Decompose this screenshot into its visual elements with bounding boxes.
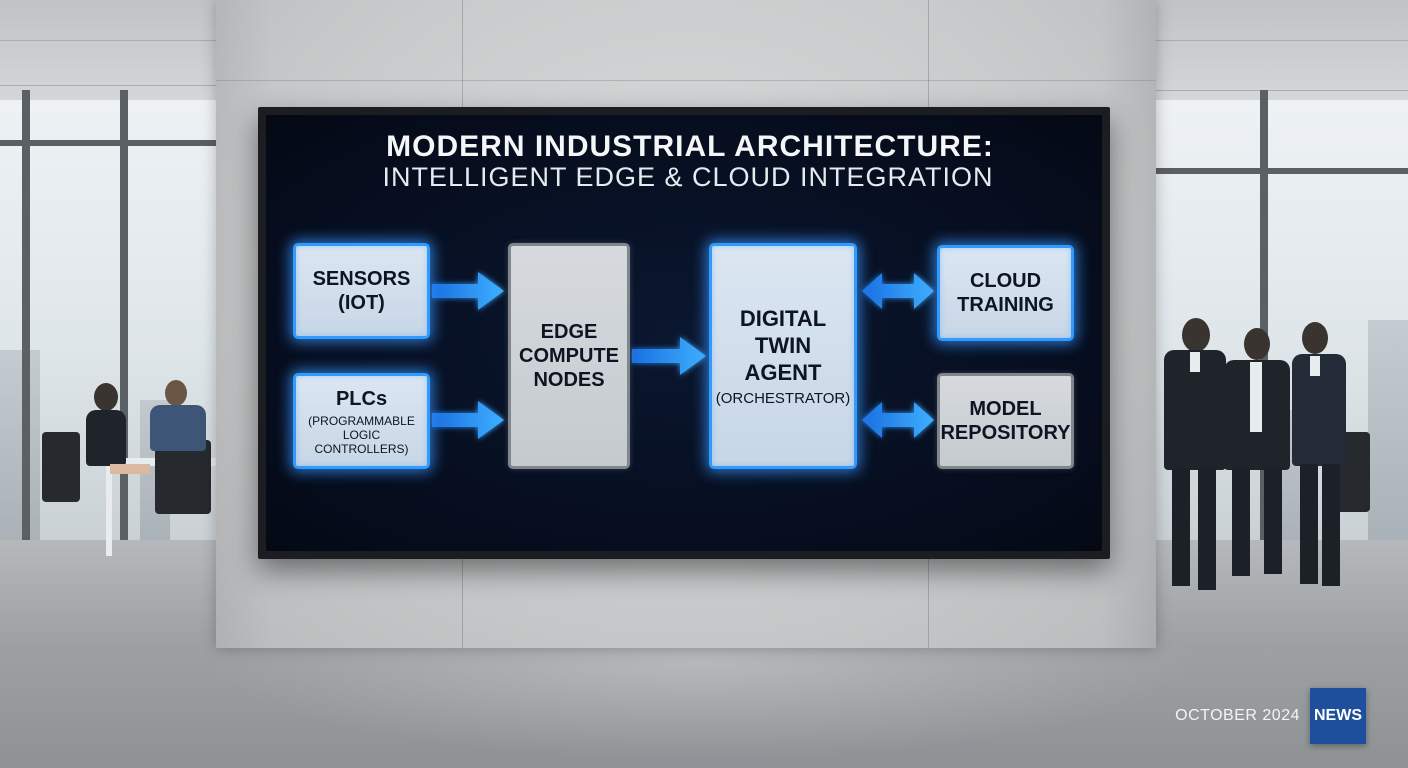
wall-seam (216, 80, 1156, 81)
sensors-sublabel: (IOT) (338, 292, 385, 314)
twin-label-line1: DIGITAL (739, 305, 827, 331)
digital-twin-node: DIGITAL TWIN AGENT (ORCHESTRATOR) (709, 243, 857, 469)
diagram-subtitle: INTELLIGENT EDGE & CLOUD INTEGRATION (382, 162, 994, 192)
office-chair (155, 440, 211, 514)
plcs-description-line2: LOGIC CONTROLLERS) (314, 427, 409, 456)
window-mullion (120, 90, 128, 560)
ceiling-line (0, 85, 216, 86)
sensors-label: SENSORS (312, 268, 411, 290)
edge-label-line2: COMPUTE (519, 345, 619, 367)
cloud-training-node: CLOUD TRAINING (937, 245, 1074, 341)
plcs-label: PLCs (335, 387, 388, 410)
edge-compute-node: EDGE COMPUTE NODES (508, 243, 630, 469)
plcs-description-line1: (PROGRAMMABLE (308, 413, 415, 428)
edge-label-line1: EDGE (540, 321, 598, 343)
city-building (1368, 320, 1408, 550)
cloud-label-line2: TRAINING (957, 294, 1054, 316)
sensors-node: SENSORS (IOT) (293, 243, 430, 339)
table-leg (106, 466, 112, 556)
window-transom (0, 140, 216, 146)
diagram-title: MODERN INDUSTRIAL ARCHITECTURE: (386, 130, 994, 163)
twin-role: (ORCHESTRATOR) (715, 389, 851, 407)
plcs-node: PLCs (PROGRAMMABLE LOGIC CONTROLLERS) (293, 373, 430, 469)
window-transom (1156, 168, 1408, 174)
city-building (0, 350, 40, 550)
twin-label-line2: TWIN (754, 332, 812, 358)
office-chair (42, 432, 80, 502)
model-label-line1: MODEL (969, 398, 1042, 420)
date-caption: OCTOBER 2024 (1175, 707, 1300, 724)
edge-label-line3: NODES (533, 369, 605, 391)
news-badge: NEWS (1310, 688, 1366, 744)
twin-label-line3: AGENT (744, 359, 822, 385)
window-mullion (22, 90, 30, 560)
window-mullion (1260, 90, 1268, 560)
ceiling-line (1156, 90, 1408, 91)
ceiling-line (1156, 40, 1408, 41)
ceiling-line (0, 40, 216, 41)
cloud-label-line1: CLOUD (969, 270, 1042, 292)
model-repository-node: MODEL REPOSITORY (937, 373, 1074, 469)
model-label-line2: REPOSITORY (940, 422, 1071, 444)
